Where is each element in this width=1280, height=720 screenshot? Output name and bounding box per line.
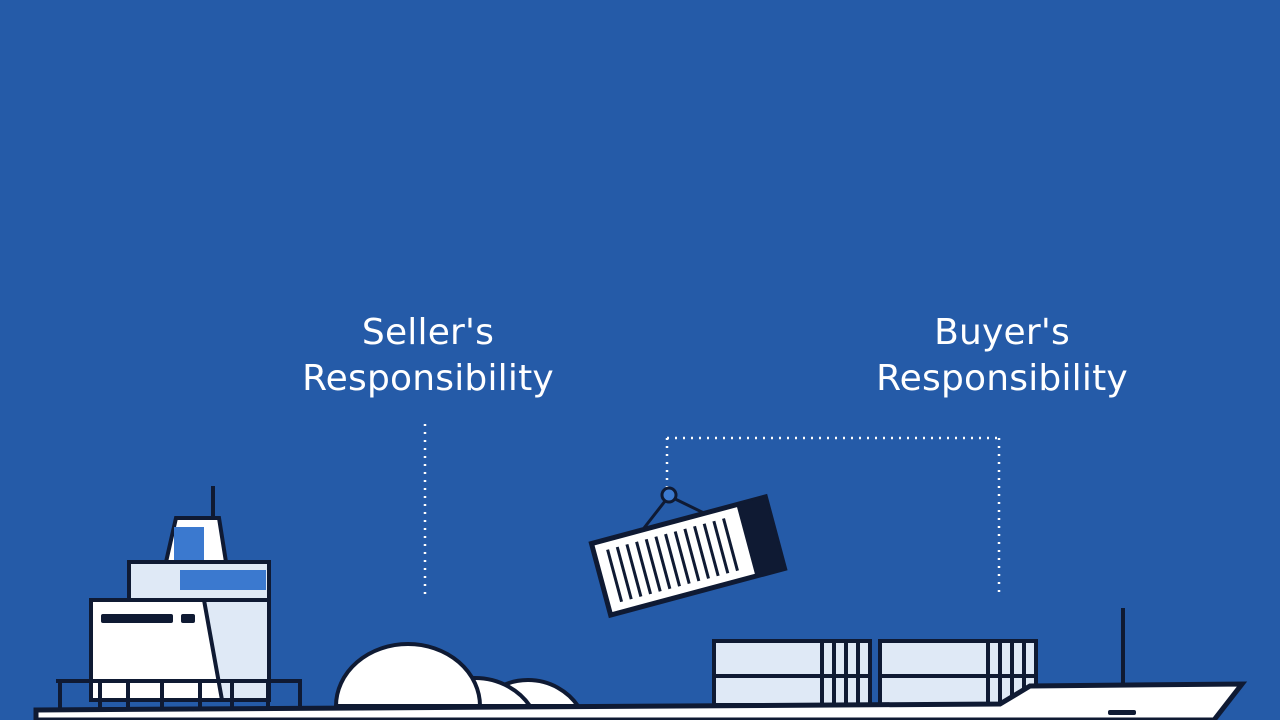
deck-containers	[712, 639, 1038, 707]
buyer-dotted-bracket	[665, 436, 1001, 596]
buyer-responsibility-label: Buyer's Responsibility	[842, 310, 1162, 402]
deck-railing	[56, 679, 302, 710]
seller-label-line1: Seller's	[361, 312, 495, 353]
cargo-domes	[333, 642, 582, 708]
ship-hull	[33, 681, 1248, 720]
hanging-container	[588, 486, 788, 619]
seller-responsibility-label: Seller's Responsibility	[268, 310, 588, 402]
buyer-label-line1: Buyer's	[934, 312, 1070, 353]
ship-bridge	[89, 486, 271, 702]
seller-label-line2: Responsibility	[302, 358, 554, 399]
crane-hook-icon	[660, 486, 678, 504]
buyer-label-line2: Responsibility	[876, 358, 1128, 399]
